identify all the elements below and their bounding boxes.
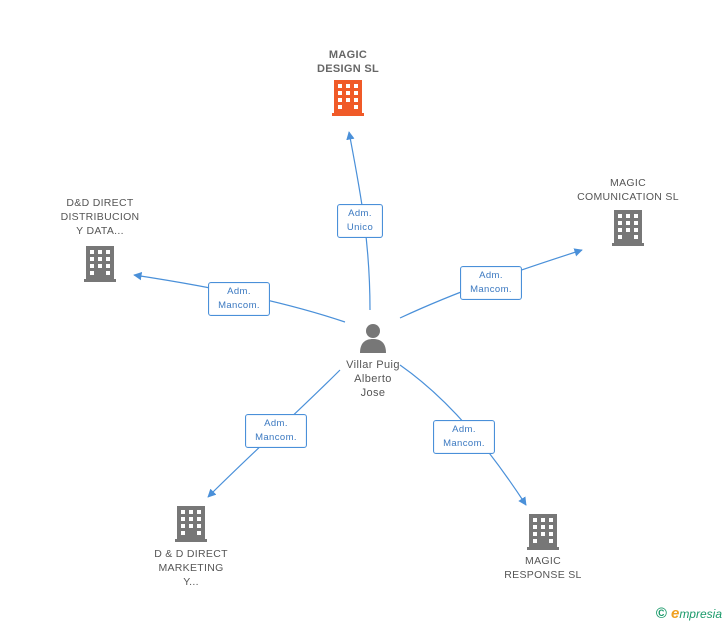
company-label: MAGIC DESIGN SL: [317, 49, 379, 75]
role-label-dd-direct-distribucion[interactable]: Adm. Mancom.: [208, 282, 270, 316]
company-node-magic-design[interactable]: MAGIC DESIGN SL: [298, 48, 398, 116]
company-node-magic-response[interactable]: MAGIC RESPONSE SL: [488, 514, 598, 582]
building-icon: [612, 210, 644, 246]
building-icon: [175, 506, 207, 542]
copyright-icon: ©: [655, 605, 667, 622]
person-icon[interactable]: [359, 323, 387, 353]
building-icon: [332, 80, 364, 116]
company-node-magic-comunication[interactable]: MAGIC COMUNICATION SL: [568, 176, 688, 246]
building-icon: [527, 514, 559, 550]
person-name[interactable]: Villar Puig Alberto Jose: [346, 359, 400, 399]
company-label: MAGIC COMUNICATION SL: [577, 177, 679, 203]
footer-brand: © empresia: [656, 605, 722, 622]
role-label-magic-comunication[interactable]: Adm. Mancom.: [460, 266, 522, 300]
company-label: MAGIC RESPONSE SL: [504, 555, 582, 581]
company-node-dd-direct-marketing[interactable]: D & D DIRECT MARKETING Y...: [136, 506, 246, 589]
role-label-magic-response[interactable]: Adm. Mancom.: [433, 420, 495, 454]
role-label-dd-direct-marketing[interactable]: Adm. Mancom.: [245, 414, 307, 448]
role-label-magic-design[interactable]: Adm. Unico: [337, 204, 383, 238]
building-icon: [84, 246, 116, 282]
company-label: D & D DIRECT MARKETING Y...: [154, 548, 228, 588]
company-node-dd-direct-distribucion[interactable]: D&D DIRECT DISTRIBUCION Y DATA...: [48, 196, 152, 282]
company-label: D&D DIRECT DISTRIBUCION Y DATA...: [60, 197, 140, 237]
brand-logo: empresia: [670, 605, 722, 622]
